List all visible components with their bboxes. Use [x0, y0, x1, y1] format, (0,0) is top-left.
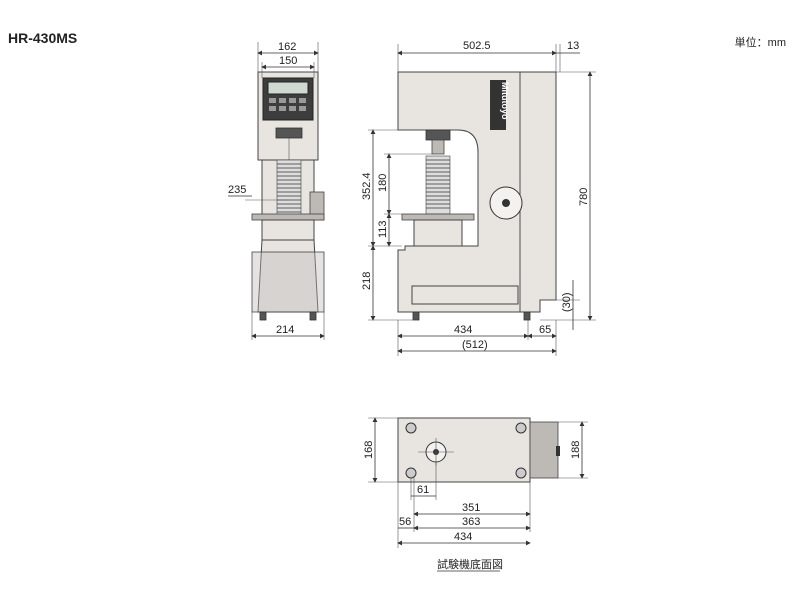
side-turret [425, 129, 451, 141]
dim-65: 65 [539, 324, 551, 336]
dim-162: 162 [278, 41, 296, 53]
side-view: Mitutoyo [361, 40, 596, 356]
front-turret [275, 127, 303, 139]
dim-61: 61 [417, 484, 429, 496]
dim-434-side: 434 [454, 324, 472, 336]
dim-30: (30) [561, 292, 573, 312]
dim-780: 780 [578, 188, 590, 206]
model-title: HR-430MS [8, 30, 78, 46]
dim-214: 214 [276, 324, 294, 336]
dim-434-bottom: 434 [454, 531, 472, 543]
bottom-plate [397, 417, 531, 483]
side-anvil [401, 213, 475, 221]
dim-352-4: 352.4 [361, 172, 373, 200]
dim-188: 188 [570, 441, 582, 459]
front-anvil [251, 213, 325, 221]
side-frame [397, 71, 521, 313]
dim-168: 168 [363, 441, 375, 459]
brand-label: Mitutoyo [500, 82, 510, 120]
side-rear-housing [519, 71, 557, 313]
units-label: 単位：mm [734, 37, 786, 49]
dim-218: 218 [361, 272, 373, 290]
dim-363: 363 [462, 516, 480, 528]
dim-512: (512) [462, 339, 488, 351]
dim-150: 150 [279, 55, 297, 67]
front-bellows [276, 159, 302, 216]
dim-235: 235 [228, 184, 246, 196]
dim-113: 113 [377, 220, 389, 238]
dim-502-5: 502.5 [463, 40, 491, 52]
bottom-view-caption: 試験機底面図 [437, 557, 503, 571]
bottom-view: 168 188 61 351 363 56 434 試験機底面図 [363, 417, 588, 572]
display-screen [267, 81, 309, 95]
dim-351: 351 [462, 502, 480, 514]
dim-13: 13 [567, 40, 579, 52]
side-bellows [425, 155, 451, 215]
dim-56: 56 [399, 516, 411, 528]
dim-180: 180 [377, 174, 389, 192]
bottom-rear-housing [529, 421, 559, 479]
front-view: 162 150 235 214 [228, 41, 325, 340]
keypad [269, 98, 306, 111]
